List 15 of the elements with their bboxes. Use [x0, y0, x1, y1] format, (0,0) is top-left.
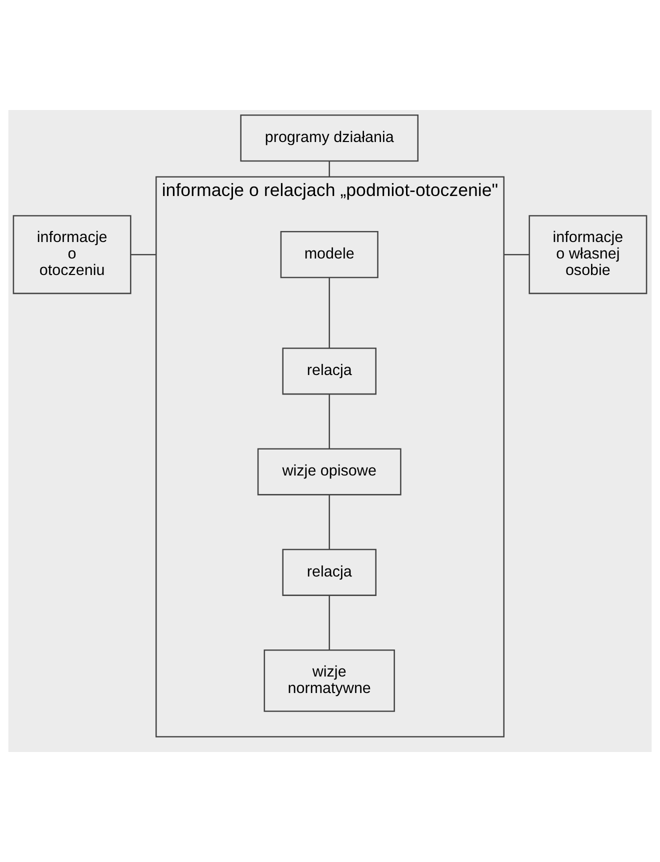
- connector: [328, 161, 330, 177]
- node-box: relacja: [282, 548, 376, 596]
- node-box: modele: [280, 231, 378, 278]
- connector: [328, 278, 330, 348]
- node-box: informacje o własnej osobie: [528, 215, 648, 294]
- connector: [328, 596, 330, 650]
- connector: [328, 494, 330, 550]
- connector: [130, 254, 156, 256]
- node-box: relacja: [282, 348, 376, 395]
- connector: [328, 394, 330, 449]
- connector: [504, 254, 530, 256]
- node-box: informacje o otoczeniu: [12, 215, 132, 294]
- node-box: programy działania: [240, 114, 419, 162]
- node-box: wizje normatywne: [264, 649, 395, 712]
- node-box: wizje opisowe: [257, 448, 402, 496]
